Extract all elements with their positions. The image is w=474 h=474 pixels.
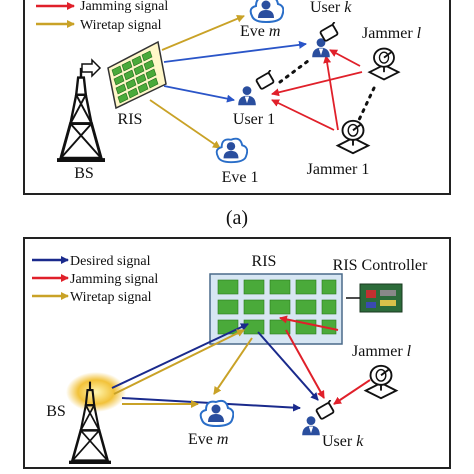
ris-label-b: RIS — [252, 253, 277, 270]
panel-b-frame — [23, 237, 451, 469]
panel-a-frame — [23, 0, 451, 195]
wiretap-arrow-eve-m — [161, 14, 245, 51]
user-k-label-a: User k — [310, 0, 352, 16]
desired-arrow-ris-to-user-k — [257, 331, 319, 401]
jammer-l-icon-b — [364, 364, 398, 400]
jamming-arrow-l-to-k — [329, 49, 361, 67]
jamming-arrow-ris-to-user-k — [285, 329, 325, 399]
jamming-arrow-1-to-k — [323, 55, 339, 131]
user-k-person-icon-b — [302, 416, 320, 436]
jamming-arrow-1-to-1 — [271, 99, 335, 131]
ris-panel-a — [107, 40, 167, 110]
jammer-l-label-b: Jammer l — [352, 343, 412, 360]
eve-1-label: Eve 1 — [222, 169, 259, 186]
wiretap-arrow-bs-to-ris — [113, 329, 245, 395]
bs-label: BS — [74, 165, 94, 182]
bs-label-b: BS — [46, 403, 66, 420]
bs-tower-icon — [57, 68, 105, 160]
wiretap-arrow-ris-to-eve-m — [213, 337, 253, 395]
bs-transmit-arrow-icon — [81, 58, 102, 78]
panel-a-legend: Jamming signal Wiretap signal — [36, 0, 168, 33]
user-1-label: User 1 — [233, 111, 275, 128]
legend-wiretap-label: Wiretap signal — [80, 18, 162, 33]
eve-m-label-a: Eve m — [240, 23, 280, 40]
jammer-1-label: Jammer 1 — [307, 161, 370, 178]
desired-arrow-bs-to-ris — [111, 323, 249, 389]
legend-jamming-label-b: Jamming signal — [70, 272, 158, 287]
users-ellipsis-dots — [278, 56, 314, 84]
ris-label-a: RIS — [118, 111, 143, 128]
legend-wiretap-label-b: Wiretap signal — [70, 290, 152, 305]
user-k-phone-icon-b — [314, 400, 336, 421]
jammer-1-icon — [336, 119, 370, 155]
panel-b-legend: Desired signal Jamming signal Wiretap si… — [32, 254, 158, 305]
user-1-person-icon — [238, 86, 256, 106]
desired-arrow-user-1 — [163, 85, 235, 103]
jamming-arrow-to-ris — [279, 315, 339, 331]
eve-m-icon — [249, 0, 284, 23]
user-k-label-b: User k — [322, 433, 364, 450]
panel-a-caption: (a) — [226, 207, 248, 229]
eve-1-icon — [215, 137, 248, 164]
wiretap-arrow-eve-1 — [149, 99, 221, 149]
jammer-l-icon — [368, 47, 400, 81]
jammers-ellipsis-dots — [356, 86, 376, 124]
bs-beam-glow — [66, 372, 126, 412]
eve-m-label-b: Eve m — [188, 431, 228, 448]
ris-controller-label: RIS Controller — [333, 257, 428, 274]
ris-controller-board-icon — [359, 283, 403, 313]
desired-arrow-user-k — [163, 40, 307, 63]
jammer-l-label-a: Jammer l — [362, 25, 422, 42]
panel-a: Jamming signal Wiretap signal BS — [23, 0, 451, 195]
legend-desired-label: Desired signal — [70, 254, 151, 269]
legend-jamming-label: Jamming signal — [80, 0, 168, 14]
panel-b: Desired signal Jamming signal Wiretap si… — [23, 237, 451, 469]
jamming-arrow-l-to-1 — [271, 71, 363, 97]
jamming-arrow-jammer-to-user-k — [333, 379, 371, 405]
user-1-phone-icon — [254, 70, 276, 91]
